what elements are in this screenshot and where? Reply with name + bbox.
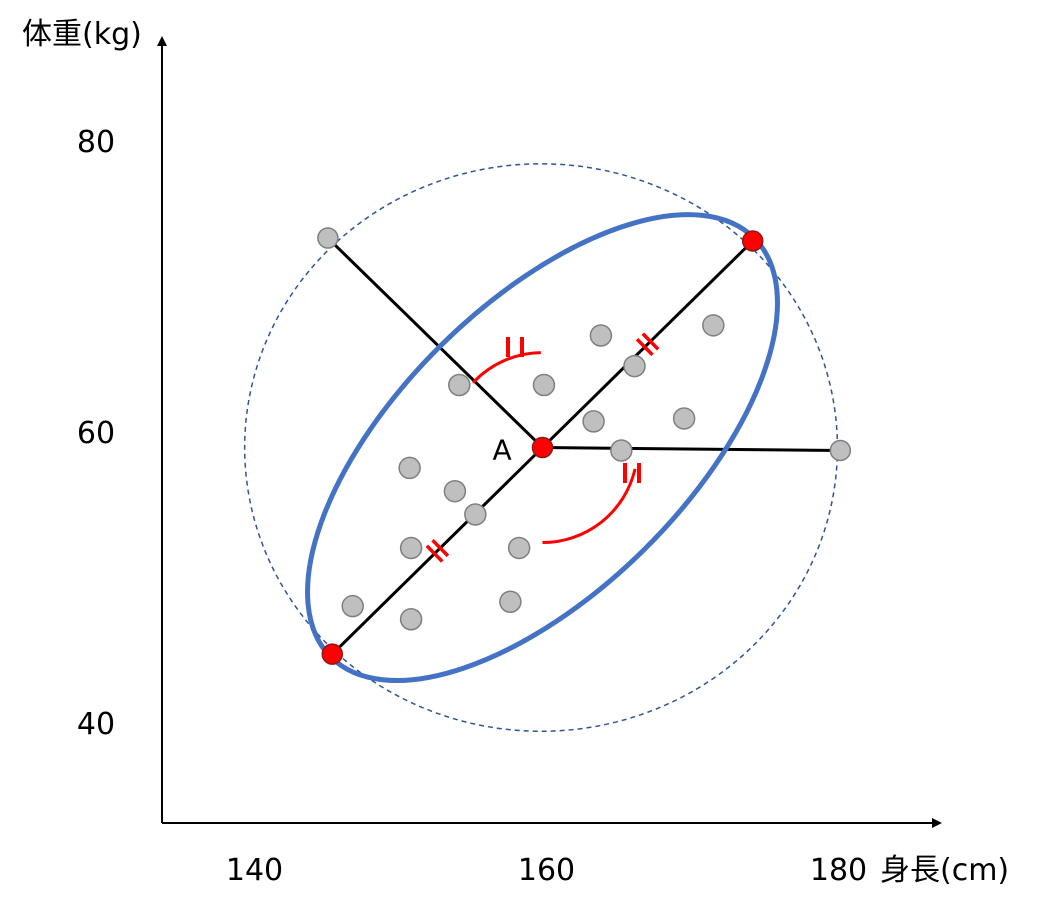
data-point (443, 479, 467, 503)
data-point (398, 456, 421, 480)
data-point (399, 536, 423, 560)
data-point (499, 590, 522, 614)
data-point (341, 594, 364, 618)
equal-length-mark-upper-1 (635, 337, 654, 357)
x-axis-label: 身長(cm) (880, 853, 1009, 888)
y-tick-label-60: 60 (77, 416, 115, 451)
data-point (623, 354, 646, 378)
center-label: A (493, 434, 512, 467)
data-point (589, 324, 613, 347)
axis-end-point-1 (741, 230, 764, 252)
rotation-line-2 (542, 446, 841, 452)
y-axis-label: 体重(kg) (22, 17, 142, 52)
equal-length-mark-lower-1 (431, 538, 450, 558)
data-point (464, 503, 487, 526)
rotated-point-2 (829, 439, 852, 462)
y-tick-label-80: 80 (77, 125, 115, 160)
axis-end-point-2 (321, 643, 344, 665)
x-tick-label-140: 140 (226, 853, 283, 888)
equal-length-mark-upper-2 (641, 332, 660, 351)
angle-arc-lower (542, 468, 637, 545)
data-point (672, 407, 696, 430)
equal-length-mark-lower-2 (425, 544, 444, 563)
data-point (610, 439, 633, 462)
rotated-point-1 (317, 227, 339, 249)
angle-arc-upper (471, 351, 541, 384)
data-point (532, 373, 556, 397)
data-point (702, 314, 725, 337)
data-point (399, 607, 423, 631)
y-tick-label-40: 40 (77, 707, 115, 742)
data-point (448, 373, 471, 397)
rotation-line-1 (326, 236, 544, 449)
x-tick-label-160: 160 (518, 853, 575, 888)
data-point (507, 536, 531, 560)
x-tick-label-180: 180 (810, 853, 867, 888)
center-point-a (531, 436, 554, 459)
data-point (582, 410, 605, 433)
